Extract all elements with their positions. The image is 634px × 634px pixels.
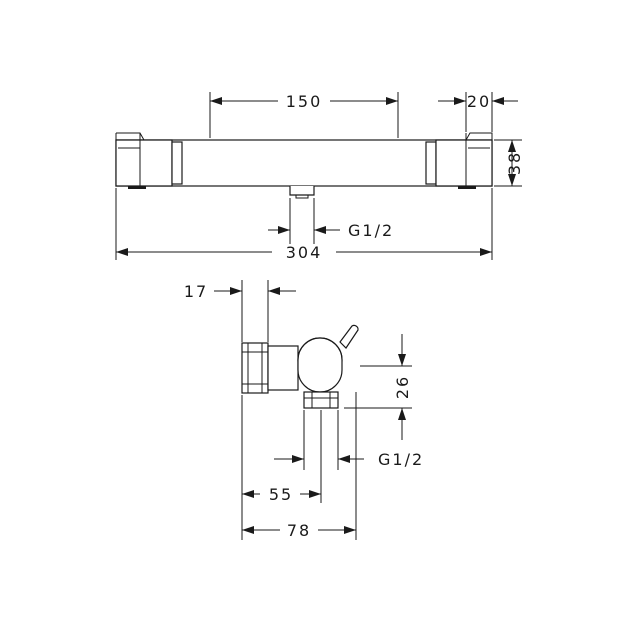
dim-55-label: 55 — [269, 485, 293, 504]
dimension-g12-front: G1/2 — [268, 198, 394, 244]
dim-20-label: 20 — [467, 92, 491, 111]
front-view: 150 20 38 G1/2 — [115, 92, 524, 262]
mixer-bar-body — [115, 132, 493, 199]
dim-g12-side-label: G1/2 — [378, 450, 424, 469]
dim-38-label: 38 — [505, 151, 524, 175]
dimension-78: 78 — [242, 392, 357, 540]
dimension-38: 38 — [494, 139, 524, 187]
mixer-side-body — [241, 324, 359, 409]
dimension-17: 17 — [184, 280, 296, 342]
dimension-g12-side: G1/2 — [274, 410, 424, 470]
dim-17-label: 17 — [184, 282, 208, 301]
dim-150-label: 150 — [286, 92, 323, 111]
dim-26-label: 26 — [393, 375, 412, 399]
dimension-26: 26 — [344, 334, 412, 440]
side-view: 17 26 G1/2 — [184, 280, 424, 540]
dim-304-label: 304 — [286, 243, 323, 262]
dim-78-label: 78 — [287, 521, 311, 540]
dimension-150: 150 — [209, 92, 399, 138]
dimension-20: 20 — [438, 92, 518, 132]
dimension-55: 55 — [241, 395, 322, 540]
dimension-304: 304 — [115, 188, 493, 262]
dim-g12-front-label: G1/2 — [348, 221, 394, 240]
